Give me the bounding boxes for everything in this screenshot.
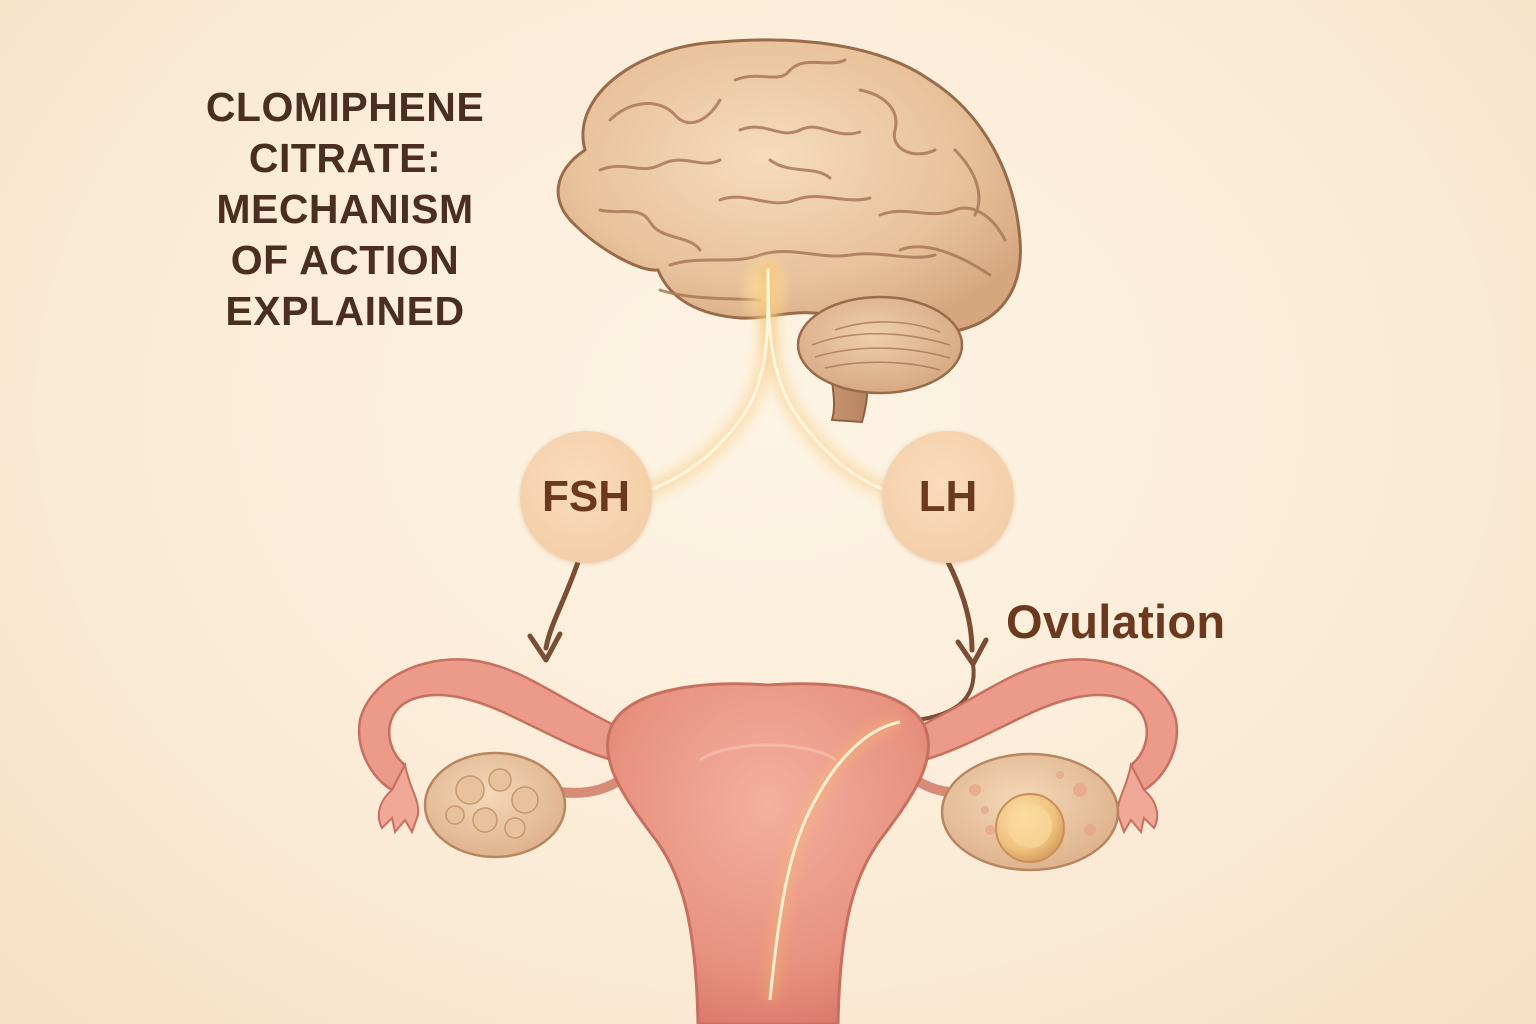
ovulation-label: Ovulation (1006, 594, 1225, 649)
fsh-hormone-circle: FSH (520, 431, 652, 563)
lh-label: LH (919, 472, 978, 522)
title-line: MECHANISM (190, 184, 500, 235)
title-line: CITRATE: (190, 133, 500, 184)
title-line: OF ACTION (190, 235, 500, 286)
diagram-title: CLOMIPHENE CITRATE: MECHANISM OF ACTION … (190, 82, 500, 337)
fsh-arrow (530, 562, 578, 660)
brain-illustration (558, 40, 1020, 422)
lh-hormone-circle: LH (882, 431, 1014, 563)
right-ovary-with-follicle-illustration (942, 754, 1118, 870)
title-line: EXPLAINED (190, 286, 500, 337)
title-line: CLOMIPHENE (190, 82, 500, 133)
left-ovary-illustration (425, 753, 565, 857)
fsh-label: FSH (542, 472, 630, 522)
